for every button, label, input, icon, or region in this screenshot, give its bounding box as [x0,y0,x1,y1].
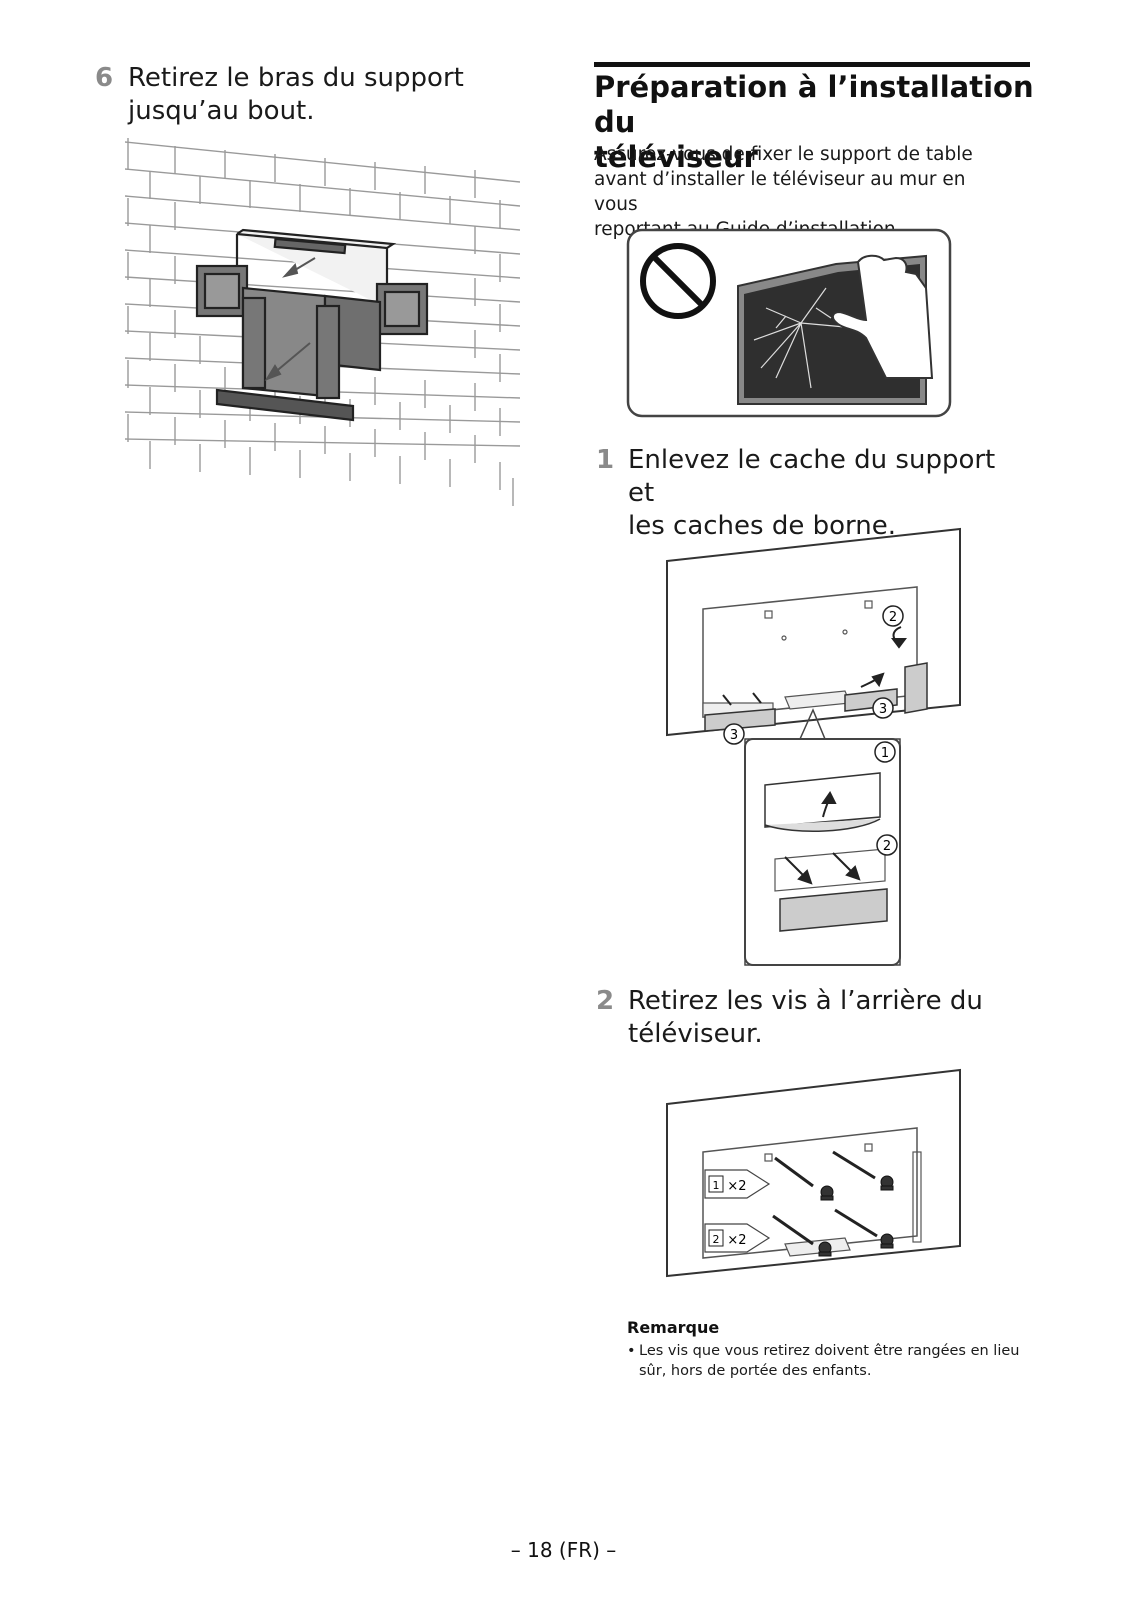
intro-line2: avant d’installer le téléviseur au mur e… [594,169,966,215]
screw-1-count: ×2 [727,1179,746,1194]
step-number: 1 [596,445,615,475]
step-6-text-line1: Retirez le bras du support [128,63,464,93]
step-1: 1 Enlevez le cache du support et les cac… [596,444,1026,543]
warning-illustration [626,228,952,418]
step-1-text-line1: Enlevez le cache du support et [628,445,996,508]
step-2: 2 Retirez les vis à l’arrière du télévis… [596,985,1026,1051]
intro-line1: Assurez-vous de fixer le support de tabl… [594,144,973,165]
note-text-line1: Les vis que vous retirez doivent être ra… [639,1343,1020,1359]
terminal-cover [904,662,928,714]
callout-3: 3 [879,702,887,717]
tv-back-cover-illustration: 2 3 3 1 2 [666,527,961,966]
wall-bracket-illustration [125,138,520,506]
terminal-cover [704,708,776,732]
arrow-icon [784,791,861,885]
note-text-line2: sûr, hors de portée des enfants. [639,1363,872,1379]
step-2-text-line1: Retirez les vis à l’arrière du [628,986,983,1016]
arrow-icon [722,626,907,706]
step-number: 6 [95,63,114,93]
section-title: Préparation à l’installation du télévise… [594,70,1034,175]
arrow-icon [264,257,316,381]
step-1-text-line2: les caches de borne. [628,511,896,541]
section-rule [594,62,1030,67]
screw-1-label: 1 [713,1179,720,1192]
note-item: • Les vis que vous retirez doivent être … [627,1341,1039,1381]
screw-2-count: ×2 [727,1233,746,1248]
bullet: • [627,1343,636,1359]
screw-label-2: 2 ×2 [704,1223,771,1253]
hand-icon [832,254,934,379]
callout-badge: 2 3 3 [723,605,904,745]
screw-icon [818,1175,894,1257]
step-2-text-line2: téléviseur. [628,1019,763,1049]
note-title: Remarque [627,1318,720,1337]
screw-2-label: 2 [713,1233,720,1246]
section-title-line1: Préparation à l’installation du [594,70,1034,139]
callout-2: 2 [883,839,891,854]
callout-2: 2 [889,610,897,625]
step-6: 6 Retirez le bras du support jusqu’au bo… [95,62,515,128]
page-number: – 18 (FR) – [510,1538,617,1562]
callout-1: 1 [881,746,889,761]
wall-bracket-icon [195,228,429,422]
screw-label-1: 1 ×2 [704,1169,771,1199]
arrow-icon [772,1150,878,1246]
tv-screws-illustration: 1 ×2 2 ×2 [666,1068,961,1278]
prohibited-icon [640,243,716,319]
section-title-line2: téléviseur [594,140,758,174]
callout-3: 3 [730,728,738,743]
step-number: 2 [596,986,615,1016]
step-6-text-line2: jusqu’au bout. [128,96,315,126]
intro-paragraph: Assurez-vous de fixer le support de tabl… [594,142,1014,242]
